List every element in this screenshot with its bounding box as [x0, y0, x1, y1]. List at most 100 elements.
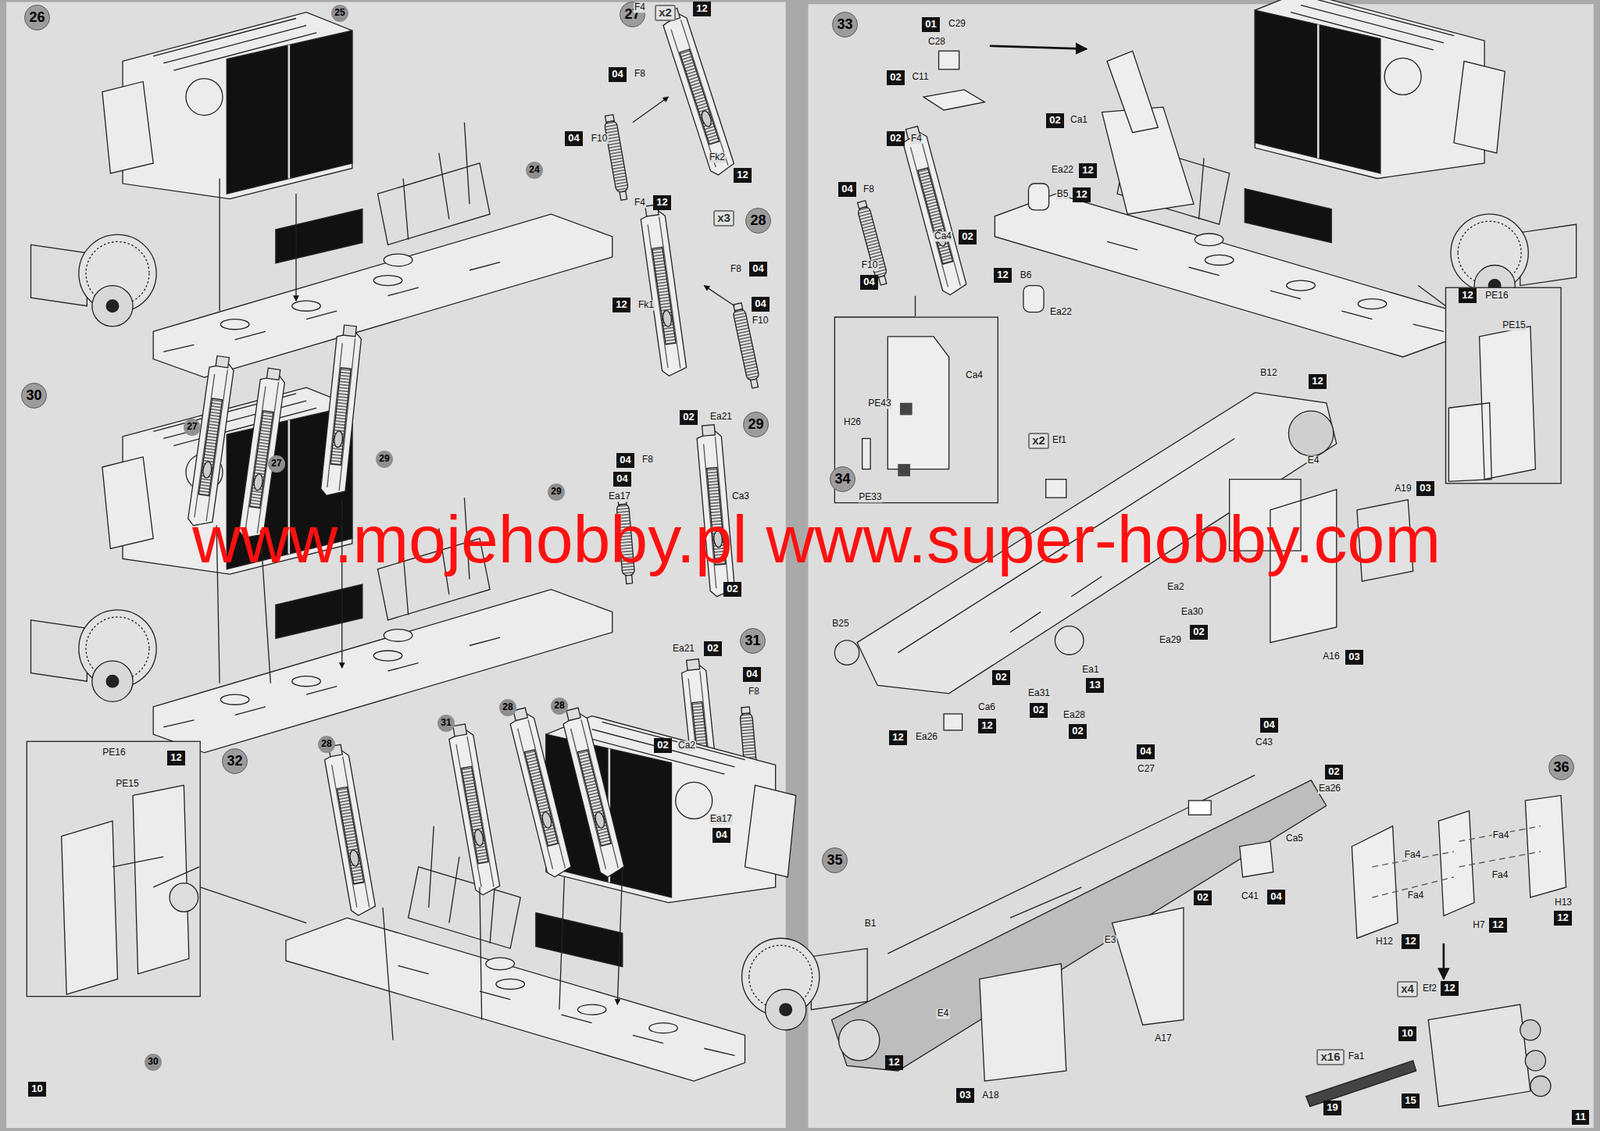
sprue-number: 04 [1260, 717, 1279, 733]
part-label: Fa4 [1407, 890, 1425, 901]
sprue-number: 12 [1553, 910, 1572, 926]
node-text: 27 [271, 458, 282, 469]
sprue-number: 10 [28, 1082, 47, 1097]
part-label: Fk1 [637, 300, 655, 311]
step-number: 36 [1548, 754, 1575, 781]
sprue-number: 04 [1267, 889, 1286, 905]
sprue-number: 02 [653, 738, 672, 754]
part-label: Fa4 [1492, 830, 1511, 841]
node-text: 04 [754, 298, 766, 310]
part-label: PE16 [1484, 290, 1509, 301]
node-text: x4 [1400, 982, 1415, 997]
node-text: 28 [321, 739, 332, 750]
part-label: F10 [751, 315, 770, 326]
callout-number: 30 [144, 1053, 162, 1072]
part-label: E3 [1103, 935, 1118, 946]
sprue-number: 12 [1401, 934, 1420, 950]
sprue-number: 02 [1029, 703, 1048, 718]
sprue-number: 12 [993, 267, 1012, 283]
sprue-number: 12 [1440, 981, 1459, 997]
part-label: H7 [1471, 920, 1486, 931]
node-text: 36 [1553, 760, 1569, 776]
sprue-number: 12 [1072, 187, 1091, 203]
sprue-number: 12 [1308, 374, 1327, 390]
part-label: Ea1 [1081, 664, 1100, 675]
node-text: 12 [696, 3, 708, 15]
sprue-number: 10 [1398, 1026, 1417, 1042]
node-text: 12 [996, 269, 1008, 281]
node-text: 04 [841, 183, 853, 195]
part-label: PE15 [114, 778, 140, 790]
part-label: F8 [641, 454, 654, 465]
node-text: 02 [726, 583, 738, 595]
node-text: 02 [995, 671, 1007, 683]
node-text: 28 [750, 213, 766, 229]
part-label: PE33 [857, 492, 883, 503]
step-number: 29 [742, 411, 769, 438]
step-number: 33 [832, 11, 858, 38]
step-number: 28 [745, 207, 772, 234]
sprue-number: 12 [692, 1, 711, 17]
node-text: 02 [1049, 114, 1061, 126]
watermark: www.mojehobby.pl www.super-hobby.com [192, 505, 1441, 573]
part-label: Ca3 [731, 491, 750, 502]
node-text: 15 [1404, 1095, 1416, 1107]
part-label: Ea26 [1317, 783, 1342, 794]
sprue-number: 03 [1416, 481, 1435, 497]
node-text: 01 [925, 18, 936, 30]
sprue-number: 02 [723, 582, 742, 597]
node-text: 02 [1032, 704, 1044, 716]
part-label: F8 [633, 68, 647, 79]
part-label: E4 [936, 1008, 950, 1019]
node-text: 10 [31, 1083, 43, 1095]
part-label: A18 [981, 1090, 1000, 1101]
part-label: A16 [1321, 651, 1340, 662]
node-text: 12 [1082, 164, 1093, 176]
sprue-number: 04 [751, 296, 770, 312]
sprue-number: 12 [1489, 917, 1508, 933]
node-text: 03 [1348, 651, 1360, 663]
node-text: 04 [619, 454, 631, 466]
node-text: 04 [752, 263, 764, 275]
step-number: 34 [829, 466, 856, 493]
node-text: 02 [961, 231, 973, 243]
node-text: 28 [553, 700, 565, 711]
part-label: B6 [1019, 270, 1033, 281]
node-text: 04 [863, 276, 875, 288]
node-text: 26 [28, 10, 45, 26]
node-text: 12 [1311, 375, 1323, 387]
part-label: Ea22 [1050, 164, 1075, 175]
sprue-number: 12 [889, 730, 908, 746]
node-text: 29 [747, 417, 764, 433]
node-text: 12 [170, 752, 182, 764]
part-label: C29 [947, 18, 967, 29]
node-text: 10 [1401, 1028, 1413, 1040]
part-label: Ea29 [1158, 635, 1183, 646]
part-label: F4 [633, 197, 647, 208]
sprue-number: 12 [1078, 163, 1097, 179]
part-label: Ca5 [1285, 833, 1304, 844]
sprue-number: 02 [992, 670, 1011, 686]
node-text: 25 [334, 7, 345, 18]
part-label: F10 [860, 260, 879, 271]
sprue-number: 12 [612, 297, 631, 313]
part-label: Fk2 [708, 152, 726, 163]
sprue-number: 02 [886, 131, 905, 147]
node-text: 24 [528, 164, 540, 175]
node-text: 03 [1419, 482, 1431, 494]
callout-number: 31 [437, 714, 455, 733]
sprue-number: 02 [1193, 890, 1212, 906]
callout-number: 28 [499, 699, 517, 717]
part-label: C27 [1136, 764, 1156, 775]
node-text: 02 [1196, 892, 1208, 904]
sprue-number: 04 [1136, 744, 1155, 760]
node-text: 02 [1192, 626, 1204, 638]
part-label: Fa1 [1347, 1051, 1366, 1062]
node-text: 12 [981, 720, 993, 732]
node-text: 02 [1328, 766, 1340, 778]
node-text: 19 [1326, 1102, 1338, 1114]
part-label: C28 [927, 36, 947, 47]
sprue-number: 19 [1323, 1100, 1342, 1116]
part-label: C11 [910, 71, 929, 83]
